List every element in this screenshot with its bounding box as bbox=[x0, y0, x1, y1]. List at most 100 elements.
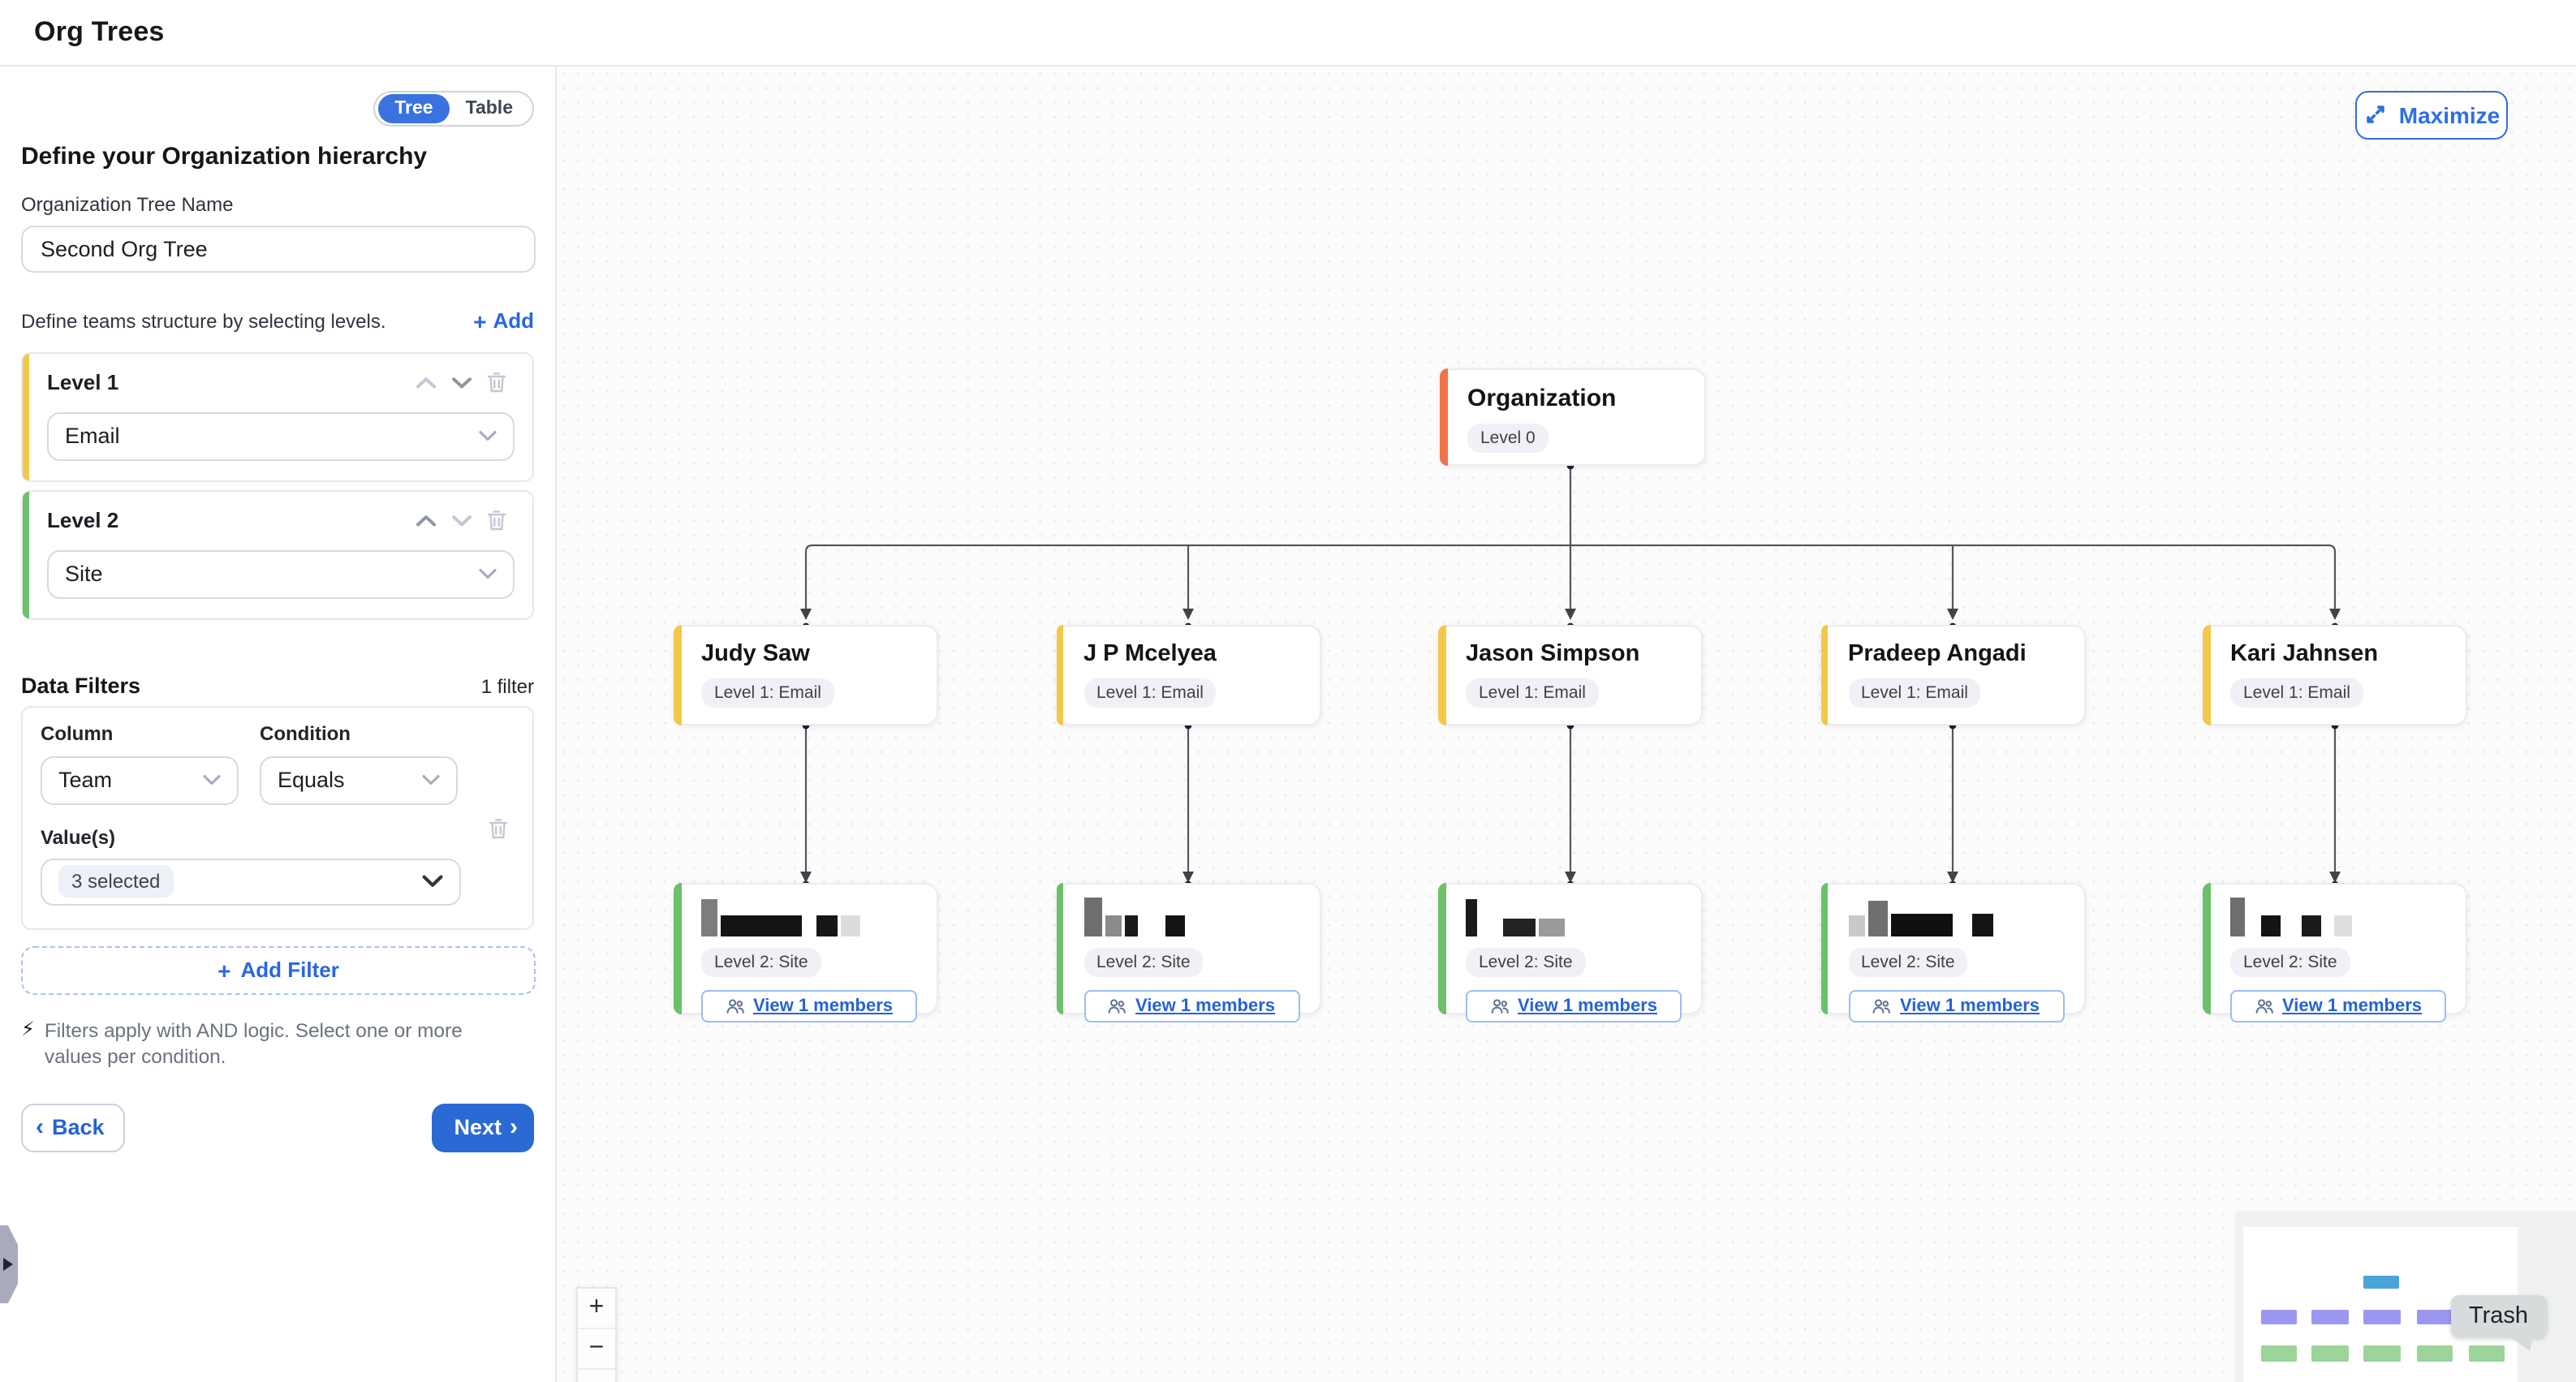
node-title: Judy Saw bbox=[701, 640, 810, 666]
org-node-jp-mcelyea[interactable]: J P Mcelyea Level 1: Email bbox=[1056, 624, 1320, 725]
minimap-level1-node bbox=[2416, 1309, 2453, 1324]
plus-icon: + bbox=[218, 957, 231, 983]
root-accent-bar bbox=[1440, 368, 1447, 465]
level-badge: Level 1: Email bbox=[701, 678, 834, 707]
view-members-button[interactable]: View 1 members bbox=[2230, 990, 2446, 1023]
level2-accent-bar bbox=[1438, 883, 1445, 1014]
toggle-tree[interactable]: Tree bbox=[378, 93, 450, 123]
add-filter-button[interactable]: + Add Filter bbox=[21, 945, 536, 994]
org-node-judy-saw[interactable]: Judy Saw Level 1: Email bbox=[674, 624, 938, 725]
redacted-title bbox=[701, 898, 917, 936]
level-badge: Level 2: Site bbox=[1083, 948, 1204, 977]
delete-level-icon[interactable] bbox=[479, 368, 515, 397]
data-filters-title: Data Filters bbox=[21, 673, 141, 697]
view-members-button[interactable]: View 1 members bbox=[701, 990, 917, 1023]
minimap-level1-node bbox=[2260, 1309, 2297, 1324]
node-title: Kari Jahnsen bbox=[2230, 640, 2379, 666]
org-node-level2-2[interactable]: Level 2: Site View 1 members bbox=[1056, 883, 1320, 1023]
next-button[interactable]: Next › bbox=[431, 1103, 534, 1152]
org-node-jason-simpson[interactable]: Jason Simpson Level 1: Email bbox=[1438, 624, 1703, 725]
node-title: Organization bbox=[1467, 384, 1617, 411]
view-members-button[interactable]: View 1 members bbox=[1083, 990, 1299, 1023]
chevron-down-icon bbox=[422, 875, 443, 887]
level-badge: Level 2: Site bbox=[1848, 948, 1968, 977]
level2-accent-bar bbox=[2203, 883, 2210, 1014]
chevron-down-icon bbox=[479, 431, 497, 441]
level-badge: Level 1: Email bbox=[2230, 678, 2363, 707]
tooltip-text: Trash bbox=[2451, 1294, 2547, 1337]
levels-hint: Define teams structure by selecting leve… bbox=[21, 309, 386, 332]
move-up-icon[interactable] bbox=[407, 506, 443, 535]
sidebar-collapse-handle[interactable] bbox=[0, 1225, 18, 1303]
values-select[interactable]: 3 selected bbox=[41, 858, 461, 905]
level1-label: Level 1 bbox=[47, 370, 119, 394]
level-badge: Level 1: Email bbox=[1466, 678, 1599, 707]
level1-accent-bar bbox=[674, 624, 681, 725]
org-node-level2-3[interactable]: Level 2: Site View 1 members bbox=[1438, 883, 1703, 1023]
level2-accent-bar bbox=[1820, 883, 1828, 1014]
level-card-2: Level 2 Site bbox=[21, 489, 534, 619]
org-node-kari-jahnsen[interactable]: Kari Jahnsen Level 1: Email bbox=[2203, 624, 2467, 725]
delete-filter-icon[interactable] bbox=[480, 814, 516, 843]
minimap-level1-node bbox=[2363, 1309, 2400, 1324]
org-node-level2-4[interactable]: Level 2: Site View 1 members bbox=[1820, 883, 2085, 1023]
minimap-level2-node bbox=[2363, 1345, 2400, 1361]
org-node-level2-5[interactable]: Level 2: Site View 1 members bbox=[2203, 883, 2467, 1023]
level2-accent-bar bbox=[674, 883, 681, 1014]
plus-icon: + bbox=[473, 308, 487, 334]
org-tree-canvas[interactable]: Maximize Organization Level 0 Judy Saw L… bbox=[557, 66, 2576, 1382]
lightning-icon: ⚡ bbox=[21, 1017, 35, 1040]
back-button[interactable]: ‹ Back bbox=[21, 1103, 126, 1152]
chevron-down-icon bbox=[479, 569, 497, 579]
zoom-in-button[interactable]: + bbox=[578, 1288, 615, 1328]
level-badge: Level 0 bbox=[1467, 423, 1549, 452]
minimap-level2-node bbox=[2416, 1345, 2453, 1361]
members-icon bbox=[726, 999, 744, 1014]
fit-view-button[interactable] bbox=[578, 1369, 615, 1382]
level-badge: Level 1: Email bbox=[1848, 678, 1981, 707]
level1-accent-bar bbox=[23, 353, 29, 480]
zoom-out-button[interactable]: − bbox=[578, 1328, 615, 1369]
filter-count: 1 filter bbox=[480, 674, 534, 697]
chevron-right-icon bbox=[3, 1258, 13, 1271]
level1-accent-bar bbox=[1820, 624, 1828, 725]
move-down-icon[interactable] bbox=[443, 506, 479, 535]
add-level-button[interactable]: + Add bbox=[473, 308, 534, 334]
column-select[interactable]: Team bbox=[41, 756, 239, 804]
minimap-level2-node bbox=[2468, 1345, 2505, 1361]
level-card-1: Level 1 Email bbox=[21, 351, 534, 481]
node-title: Pradeep Angadi bbox=[1848, 640, 2027, 666]
filters-note: Filters apply with AND logic. Select one… bbox=[44, 1018, 463, 1067]
chevron-down-icon bbox=[422, 775, 440, 785]
org-node-root[interactable]: Organization Level 0 bbox=[1440, 368, 1706, 465]
condition-select[interactable]: Equals bbox=[260, 756, 458, 804]
page-title: Org Trees bbox=[34, 15, 165, 47]
chevron-down-icon bbox=[203, 775, 221, 785]
move-up-icon[interactable] bbox=[407, 368, 443, 397]
maximize-button[interactable]: Maximize bbox=[2355, 90, 2508, 139]
toggle-table[interactable]: Table bbox=[465, 98, 513, 118]
selected-count-chip: 3 selected bbox=[58, 865, 174, 898]
minimap-level2-node bbox=[2260, 1345, 2297, 1361]
trash-tooltip: Trash bbox=[2451, 1294, 2547, 1351]
view-mode-toggle[interactable]: Tree Table bbox=[373, 90, 534, 126]
view-members-button[interactable]: View 1 members bbox=[1848, 990, 2064, 1023]
delete-level-icon[interactable] bbox=[479, 506, 515, 535]
level-badge: Level 2: Site bbox=[2230, 948, 2350, 977]
level2-accent-bar bbox=[1056, 883, 1063, 1014]
org-node-pradeep-angadi[interactable]: Pradeep Angadi Level 1: Email bbox=[1820, 624, 2085, 725]
minimap-level2-node bbox=[2311, 1345, 2348, 1361]
expand-icon bbox=[2366, 105, 2384, 123]
level1-column-select[interactable]: Email bbox=[47, 411, 515, 460]
tree-name-input[interactable]: Second Org Tree bbox=[21, 225, 536, 272]
members-icon bbox=[2255, 999, 2273, 1014]
org-node-level2-1[interactable]: Level 2: Site View 1 members bbox=[674, 883, 938, 1023]
move-down-icon[interactable] bbox=[443, 368, 479, 397]
values-label: Value(s) bbox=[41, 825, 116, 848]
level1-accent-bar bbox=[1438, 624, 1445, 725]
level1-accent-bar bbox=[2203, 624, 2210, 725]
level2-column-select[interactable]: Site bbox=[47, 549, 515, 598]
members-icon bbox=[1873, 999, 1891, 1014]
view-members-button[interactable]: View 1 members bbox=[1466, 990, 1682, 1023]
minimap-root-node bbox=[2363, 1275, 2399, 1288]
